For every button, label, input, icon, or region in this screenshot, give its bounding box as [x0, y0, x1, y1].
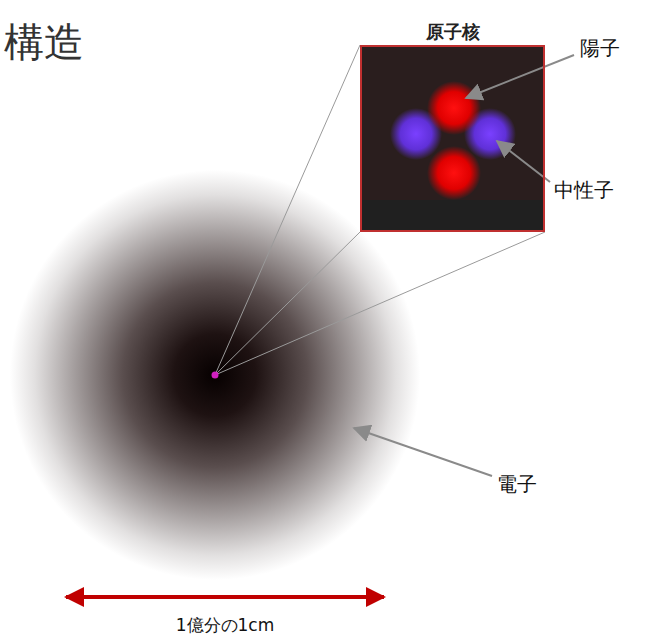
slide-title: 構造 — [4, 18, 84, 66]
nucleus-dot — [212, 372, 219, 379]
scale-bar — [66, 595, 384, 599]
inset-box: 原子核 — [360, 45, 545, 232]
inset-strip — [361, 200, 544, 231]
proton-label: 陽子 — [580, 36, 620, 60]
nucleons — [390, 81, 516, 200]
neutron-label: 中性子 — [554, 178, 614, 202]
electron-cloud — [10, 170, 420, 580]
inset-heading: 原子核 — [426, 21, 480, 43]
inset-ground — [360, 45, 545, 232]
electron-label: 電子 — [497, 472, 537, 496]
zoom-lines — [215, 45, 545, 375]
scale-label: 1億分の1cm — [176, 615, 275, 635]
leader-lines — [354, 55, 574, 476]
